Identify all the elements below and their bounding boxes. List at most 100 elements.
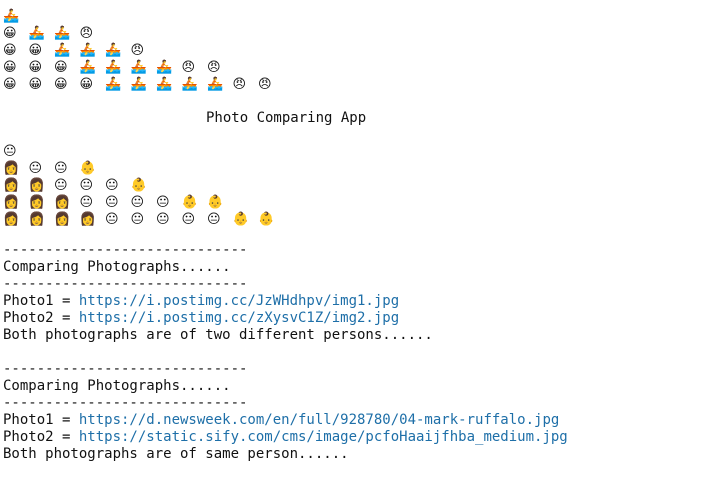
emoji-icon: 👶 — [181, 195, 198, 210]
emoji-icon: 🚣 — [54, 26, 71, 41]
emoji-icon: 👩 — [79, 212, 96, 227]
result-verdict: Both photographs are of same person.....… — [3, 446, 349, 462]
emoji-icon: 🚣 — [156, 60, 173, 75]
bottom-art-row: 👩 👩 😐 😐 😐 👶 — [3, 177, 711, 194]
emoji-icon: 🚣 — [79, 43, 96, 58]
emoji-icon: 🚣 — [130, 60, 147, 75]
app-title: Photo Comparing App — [206, 110, 367, 126]
emoji-icon: 😐 — [79, 178, 94, 193]
emoji-icon: 🚣 — [156, 77, 173, 92]
separator-line: ----------------------------- — [3, 395, 248, 411]
emoji-icon: 😐 — [54, 161, 68, 176]
top-art-row: 😀 😀 😀 😀 🚣 🚣 🚣 🚣 🚣 😠 😠 — [3, 76, 711, 93]
emoji-icon: 😠 — [79, 26, 94, 41]
emoji-icon: 👩 — [54, 195, 71, 210]
spacer — [3, 344, 711, 361]
emoji-icon: 🚣 — [28, 26, 45, 41]
spacer — [3, 128, 711, 143]
top-art-row: 😀 🚣 🚣 😠 — [3, 25, 711, 42]
emoji-icon: 🚣 — [181, 77, 198, 92]
result-heading: Comparing Photographs...... — [3, 259, 231, 275]
emoji-icon: 🚣 — [105, 77, 122, 92]
photo1-line: Photo1 = https://i.postimg.cc/JzWHdhpv/i… — [3, 293, 711, 310]
emoji-icon: 😀 — [28, 43, 43, 58]
separator-line: ----------------------------- — [3, 276, 248, 292]
emoji-icon: 🚣 — [207, 77, 224, 92]
emoji-icon: 😐 — [181, 212, 196, 227]
photo2-link[interactable]: https://static.sify.com/cms/image/pcfoHa… — [78, 429, 568, 445]
header-art-bottom: 😐 👩 😐 😐 👶 👩 👩 😐 😐 😐 👶 👩 👩 👩 😐 😐 😐 😐 👶 👶 👩 👩 👩 👩 😐 😐 😐 😐 😐 👶 👶 — [3, 143, 711, 228]
emoji-icon: 🚣 — [54, 43, 71, 58]
emoji-icon: 🚣 — [3, 9, 20, 24]
photo2-label: Photo2 = — [3, 310, 79, 326]
emoji-icon: 😐 — [105, 195, 119, 210]
emoji-icon: 🚣 — [105, 43, 122, 58]
emoji-icon: 😐 — [156, 212, 170, 227]
bottom-art-row: 👩 👩 👩 👩 😐 😐 😐 😐 😐 👶 👶 — [3, 211, 711, 228]
spacer — [3, 93, 711, 108]
emoji-icon: 😀 — [28, 60, 43, 75]
emoji-icon: 😐 — [130, 195, 145, 210]
emoji-icon: 😠 — [232, 77, 247, 92]
emoji-icon: 👶 — [258, 212, 275, 227]
result-verdict: Both photographs are of two different pe… — [3, 327, 433, 343]
emoji-icon: 👩 — [54, 212, 71, 227]
top-art-row: 🚣 — [3, 8, 711, 25]
emoji-icon: 👶 — [207, 195, 224, 210]
result-block: ----------------------------- Comparing … — [3, 242, 711, 344]
photo1-line: Photo1 = https://d.newsweek.com/en/full/… — [3, 412, 711, 429]
emoji-icon: 👶 — [79, 161, 96, 176]
emoji-icon: 👩 — [3, 212, 20, 227]
bottom-art-row: 👩 👩 👩 😐 😐 😐 😐 👶 👶 — [3, 194, 711, 211]
emoji-icon: 🚣 — [130, 77, 147, 92]
result-heading: Comparing Photographs...... — [3, 378, 231, 394]
emoji-icon: 😐 — [105, 212, 119, 227]
bottom-art-row: 👩 😐 😐 👶 — [3, 160, 711, 177]
spacer — [3, 228, 711, 242]
emoji-icon: 😠 — [207, 60, 221, 75]
photo1-label: Photo1 = — [3, 293, 79, 309]
emoji-icon: 😀 — [54, 60, 68, 75]
emoji-icon: 👩 — [28, 195, 45, 210]
photo2-link[interactable]: https://i.postimg.cc/zXysvC1Z/img2.jpg — [78, 310, 400, 326]
photo2-line: Photo2 = https://static.sify.com/cms/ima… — [3, 429, 711, 446]
emoji-icon: 😀 — [54, 77, 68, 92]
emoji-icon: 😐 — [156, 195, 170, 210]
header-art-top: 🚣😀🚣🚣😠😀😀🚣🚣🚣😠😀😀😀🚣🚣🚣🚣😠😠😀😀😀😀🚣🚣🚣🚣🚣😠😠 — [3, 0, 711, 93]
emoji-icon: 👩 — [28, 212, 45, 227]
result-block: ----------------------------- Comparing … — [3, 361, 711, 463]
photo2-line: Photo2 = https://i.postimg.cc/zXysvC1Z/i… — [3, 310, 711, 327]
emoji-icon: 😀 — [28, 77, 43, 92]
emoji-icon: 😀 — [3, 43, 17, 58]
emoji-icon: 👩 — [3, 178, 20, 193]
top-art-row: 😀 😀 🚣 🚣 🚣 😠 — [3, 42, 711, 59]
emoji-icon: 👩 — [3, 195, 20, 210]
bottom-art-row: 😐 — [3, 143, 711, 160]
separator-line: ----------------------------- — [3, 361, 248, 377]
photo1-link[interactable]: https://i.postimg.cc/JzWHdhpv/img1.jpg — [78, 293, 400, 309]
emoji-icon: 😀 — [3, 77, 17, 92]
emoji-icon: 👶 — [232, 212, 249, 227]
emoji-icon: 😐 — [207, 212, 221, 227]
top-art-row: 😀😀😀🚣🚣🚣🚣😠😠 — [3, 59, 711, 76]
emoji-icon: 🚣 — [105, 60, 122, 75]
emoji-icon: 😠 — [258, 77, 272, 92]
photo1-link[interactable]: https://d.newsweek.com/en/full/928780/04… — [78, 412, 560, 428]
emoji-icon: 👶 — [130, 178, 147, 193]
separator-line: ----------------------------- — [3, 242, 248, 258]
emoji-icon: 😐 — [3, 144, 17, 159]
emoji-icon: 👩 — [28, 178, 45, 193]
emoji-icon: 😀 — [3, 26, 17, 41]
emoji-icon: 🚣 — [79, 60, 96, 75]
console-output: 🚣😀🚣🚣😠😀😀🚣🚣🚣😠😀😀😀🚣🚣🚣🚣😠😠😀😀😀😀🚣🚣🚣🚣🚣😠😠 Photo Co… — [3, 0, 711, 463]
emoji-icon: 😐 — [79, 195, 94, 210]
emoji-icon: 😀 — [79, 77, 94, 92]
emoji-icon: 😠 — [130, 43, 145, 58]
emoji-icon: 😀 — [3, 60, 17, 75]
emoji-icon: 👩 — [3, 161, 20, 176]
emoji-icon: 😐 — [105, 178, 119, 193]
photo2-label: Photo2 = — [3, 429, 79, 445]
emoji-icon: 😐 — [28, 161, 43, 176]
emoji-icon: 😐 — [130, 212, 145, 227]
emoji-icon: 😐 — [54, 178, 68, 193]
